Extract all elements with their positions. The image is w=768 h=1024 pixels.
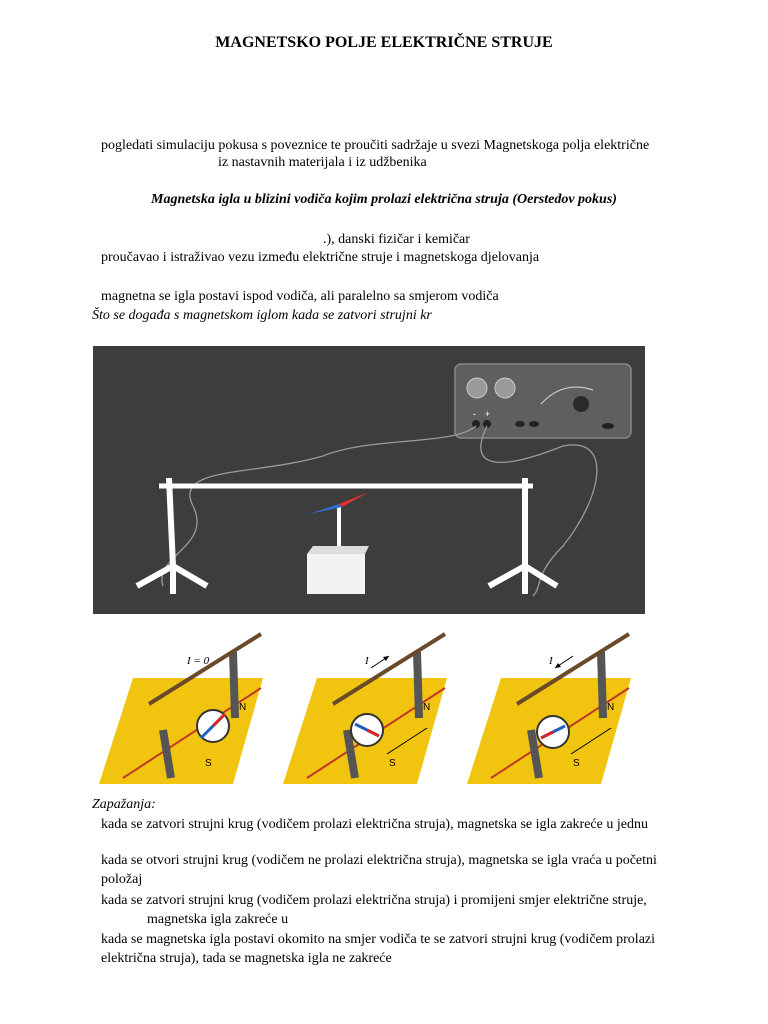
para-line-2: proučavao i istraživao vezu između elekt… bbox=[101, 250, 540, 265]
observation-2a: kada se otvori strujni krug (vodičem ne … bbox=[101, 853, 657, 868]
figure-current-forward: I N S bbox=[277, 628, 457, 788]
observation-3b: magnetska igla zakreće u bbox=[147, 912, 289, 927]
observation-2b: položaj bbox=[101, 872, 143, 887]
label-current-zero: I = 0 bbox=[186, 655, 210, 667]
page-title: MAGNETSKO POLJE ELEKTRIČNE STRUJE bbox=[215, 34, 553, 51]
terminal-minus: - bbox=[473, 409, 476, 419]
para-line-3: magnetna se igla postavi ispod vodiča, a… bbox=[101, 289, 499, 304]
label-s-2: S bbox=[389, 758, 396, 769]
observation-4b: električna struja), tada se magnetska ig… bbox=[101, 951, 392, 966]
observation-4a: kada se magnetska igla postavi okomito n… bbox=[101, 932, 656, 947]
question-line: Što se događa s magnetskom iglom kada se… bbox=[92, 308, 432, 323]
figure-current-reversed: I N S bbox=[461, 628, 641, 788]
figure-no-current: I = 0 N S bbox=[93, 628, 273, 788]
compass-figures: I = 0 N S I N S bbox=[93, 628, 645, 788]
observation-1: kada se zatvori strujni krug (vodičem pr… bbox=[101, 817, 648, 832]
section-subtitle: Magnetska igla u blizini vodiča kojim pr… bbox=[151, 192, 617, 207]
para-line-1: .), danski fizičar i kemičar bbox=[323, 232, 470, 247]
label-n-2: N bbox=[423, 702, 430, 713]
observation-3a: kada se zatvori strujni krug (vodičem pr… bbox=[101, 893, 647, 908]
label-n-3: N bbox=[607, 702, 614, 713]
label-current-2: I bbox=[364, 655, 370, 667]
terminal-plus: + bbox=[485, 409, 490, 419]
label-s-1: S bbox=[205, 758, 212, 769]
label-n-1: N bbox=[239, 702, 246, 713]
observations-heading: Zapažanja: bbox=[92, 797, 156, 812]
intro-line-2: iz nastavnih materijala i iz udžbenika bbox=[218, 155, 427, 170]
label-s-3: S bbox=[573, 758, 580, 769]
oersted-simulation-image: - + bbox=[93, 346, 645, 614]
intro-line-1: pogledati simulaciju pokusa s poveznice … bbox=[101, 138, 650, 153]
label-current-3: I bbox=[548, 655, 554, 667]
power-supply: - + bbox=[454, 363, 632, 439]
